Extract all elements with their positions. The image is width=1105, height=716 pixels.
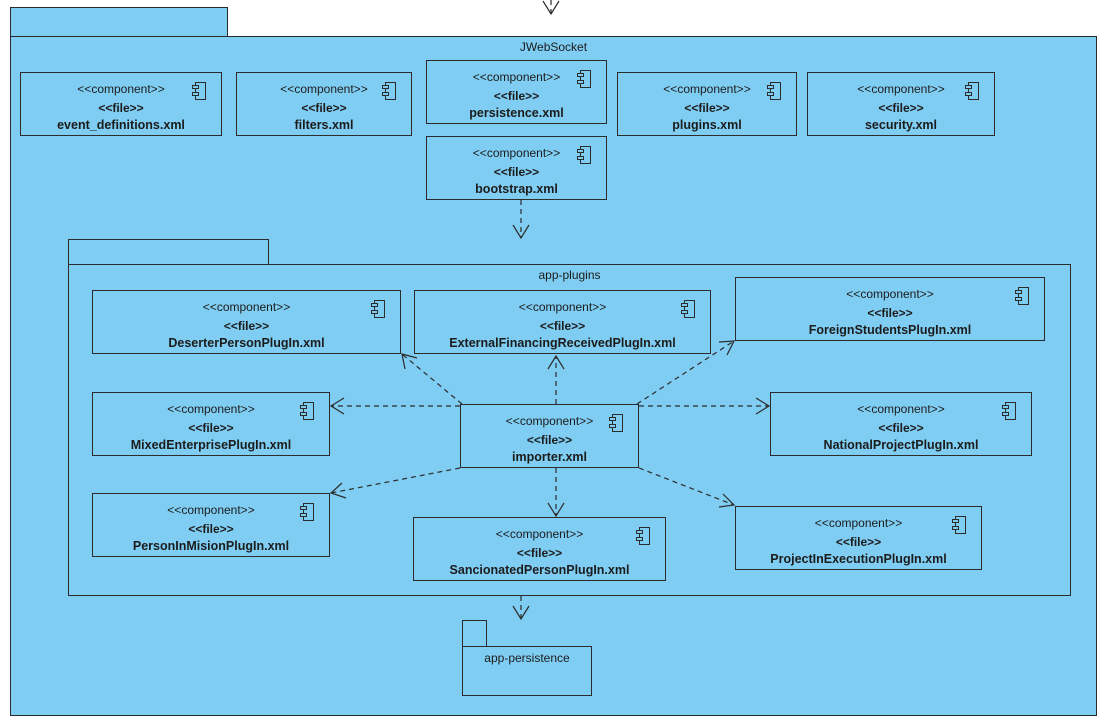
component-name: importer.xml [511, 450, 588, 464]
component-name: security.xml [864, 118, 938, 132]
component-stereotype: <<component>> [167, 503, 255, 517]
component-project-in-execution-plugin[interactable]: <<component>> <<file>> ProjectInExecutio… [735, 506, 982, 570]
file-stereotype: <<file>> [539, 319, 586, 333]
component-name: event_definitions.xml [57, 118, 185, 132]
file-stereotype: <<file>> [223, 319, 270, 333]
file-stereotype: <<file>> [493, 89, 540, 103]
file-stereotype: <<file>> [188, 421, 234, 435]
component-sancionated-person-plugin[interactable]: <<component>> <<file>> SancionatedPerson… [413, 517, 666, 581]
component-name: SancionatedPersonPlugIn.xml [449, 563, 630, 577]
file-stereotype: <<file>> [493, 165, 540, 179]
file-stereotype: <<file>> [516, 546, 563, 560]
arrowhead-incoming [542, 0, 560, 16]
component-name: persistence.xml [469, 106, 564, 120]
importer-to-deserter-arrow [401, 353, 463, 405]
uml-component-icon [300, 503, 314, 521]
component-stereotype: <<component>> [280, 82, 368, 96]
component-name: MixedEnterprisePlugIn.xml [130, 438, 292, 452]
uml-component-icon [192, 82, 206, 100]
component-stereotype: <<component>> [77, 82, 165, 96]
arrowhead-mixed-enterprise [329, 397, 345, 415]
arrowhead-sancionated-person [547, 502, 565, 518]
importer-to-foreign-students-arrow [636, 340, 735, 405]
arrowhead-national-project [755, 397, 771, 415]
arrowhead-person-in-mision [329, 482, 347, 499]
uml-component-icon [681, 300, 695, 318]
component-name: NationalProjectPlugIn.xml [823, 438, 979, 452]
component-event-definitions[interactable]: <<component>> <<file>> event_definitions… [20, 72, 222, 136]
component-external-financing-plugin[interactable]: <<component>> <<file>> ExternalFinancing… [414, 290, 711, 354]
importer-to-person-in-mision-arrow [330, 467, 461, 494]
component-stereotype: <<component>> [857, 402, 945, 416]
component-stereotype: <<component>> [202, 300, 291, 314]
component-stereotype: <<component>> [846, 287, 934, 301]
component-name: ExternalFinancingReceivedPlugIn.xml [449, 336, 676, 350]
jwebsocket-package-name: JWebSocket [519, 40, 588, 54]
component-plugins[interactable]: <<component>> <<file>> plugins.xml [617, 72, 797, 136]
app-persistence-package-name: app-persistence [484, 651, 570, 665]
component-name: ProjectInExecutionPlugIn.xml [770, 552, 947, 566]
uml-component-icon [1002, 402, 1016, 420]
component-stereotype: <<component>> [167, 402, 255, 416]
arrowhead-external-financing [547, 354, 565, 370]
component-persistence[interactable]: <<component>> <<file>> persistence.xml [426, 60, 607, 124]
component-stereotype: <<component>> [505, 414, 594, 428]
uml-component-icon [609, 414, 623, 432]
component-security[interactable]: <<component>> <<file>> security.xml [807, 72, 995, 136]
file-stereotype: <<file>> [301, 101, 347, 115]
component-name: PersonInMisionPlugIn.xml [132, 539, 290, 553]
file-stereotype: <<file>> [867, 306, 913, 320]
component-national-project-plugin[interactable]: <<component>> <<file>> NationalProjectPl… [770, 392, 1032, 456]
arrowhead-deserter [401, 353, 418, 370]
uml-component-icon [300, 402, 314, 420]
file-stereotype: <<file>> [878, 101, 924, 115]
arrowhead-app-persistence [512, 605, 530, 621]
file-stereotype: <<file>> [684, 101, 730, 115]
importer-to-project-in-execution-arrow [638, 467, 735, 506]
component-name: plugins.xml [672, 118, 742, 132]
uml-component-icon [965, 82, 979, 100]
uml-component-icon [1015, 287, 1029, 305]
file-stereotype: <<file>> [188, 522, 234, 536]
uml-component-icon [577, 146, 591, 164]
app-persistence-package[interactable]: app-persistence [462, 646, 592, 696]
component-stereotype: <<component>> [857, 82, 945, 96]
uml-component-icon [952, 516, 966, 534]
component-name: DeserterPersonPlugIn.xml [168, 336, 325, 350]
app-plugins-package-tab [68, 239, 269, 265]
uml-component-icon [382, 82, 396, 100]
component-stereotype: <<component>> [663, 82, 751, 96]
uml-component-icon [636, 527, 650, 545]
component-name: bootstrap.xml [475, 182, 558, 196]
component-mixed-enterprise-plugin[interactable]: <<component>> <<file>> MixedEnterprisePl… [92, 392, 330, 456]
component-person-in-mision-plugin[interactable]: <<component>> <<file>> PersonInMisionPlu… [92, 493, 330, 557]
component-stereotype: <<component>> [518, 300, 607, 314]
file-stereotype: <<file>> [835, 535, 882, 549]
arrowhead-foreign-students [718, 340, 736, 356]
component-filters[interactable]: <<component>> <<file>> filters.xml [236, 72, 412, 136]
component-name: filters.xml [294, 118, 354, 132]
app-plugins-package-name: app-plugins [538, 268, 601, 282]
component-name: ForeignStudentsPlugIn.xml [808, 323, 972, 337]
component-deserter-person-plugin[interactable]: <<component>> <<file>> DeserterPersonPlu… [92, 290, 401, 354]
jwebsocket-package-tab [10, 7, 228, 37]
file-stereotype: <<file>> [98, 101, 144, 115]
component-stereotype: <<component>> [814, 516, 903, 530]
file-stereotype: <<file>> [526, 433, 573, 447]
component-importer[interactable]: <<component>> <<file>> importer.xml [460, 404, 639, 468]
component-foreign-students-plugin[interactable]: <<component>> <<file>> ForeignStudentsPl… [735, 277, 1045, 341]
uml-component-icon [577, 70, 591, 88]
component-stereotype: <<component>> [472, 146, 561, 160]
component-stereotype: <<component>> [472, 70, 561, 84]
component-bootstrap[interactable]: <<component>> <<file>> bootstrap.xml [426, 136, 607, 200]
uml-component-icon [371, 300, 385, 318]
arrowhead-bootstrap [512, 224, 530, 240]
arrowhead-project-in-execution [718, 493, 736, 508]
file-stereotype: <<file>> [878, 421, 924, 435]
uml-component-icon [767, 82, 781, 100]
component-stereotype: <<component>> [495, 527, 584, 541]
app-persistence-package-tab [462, 620, 487, 647]
